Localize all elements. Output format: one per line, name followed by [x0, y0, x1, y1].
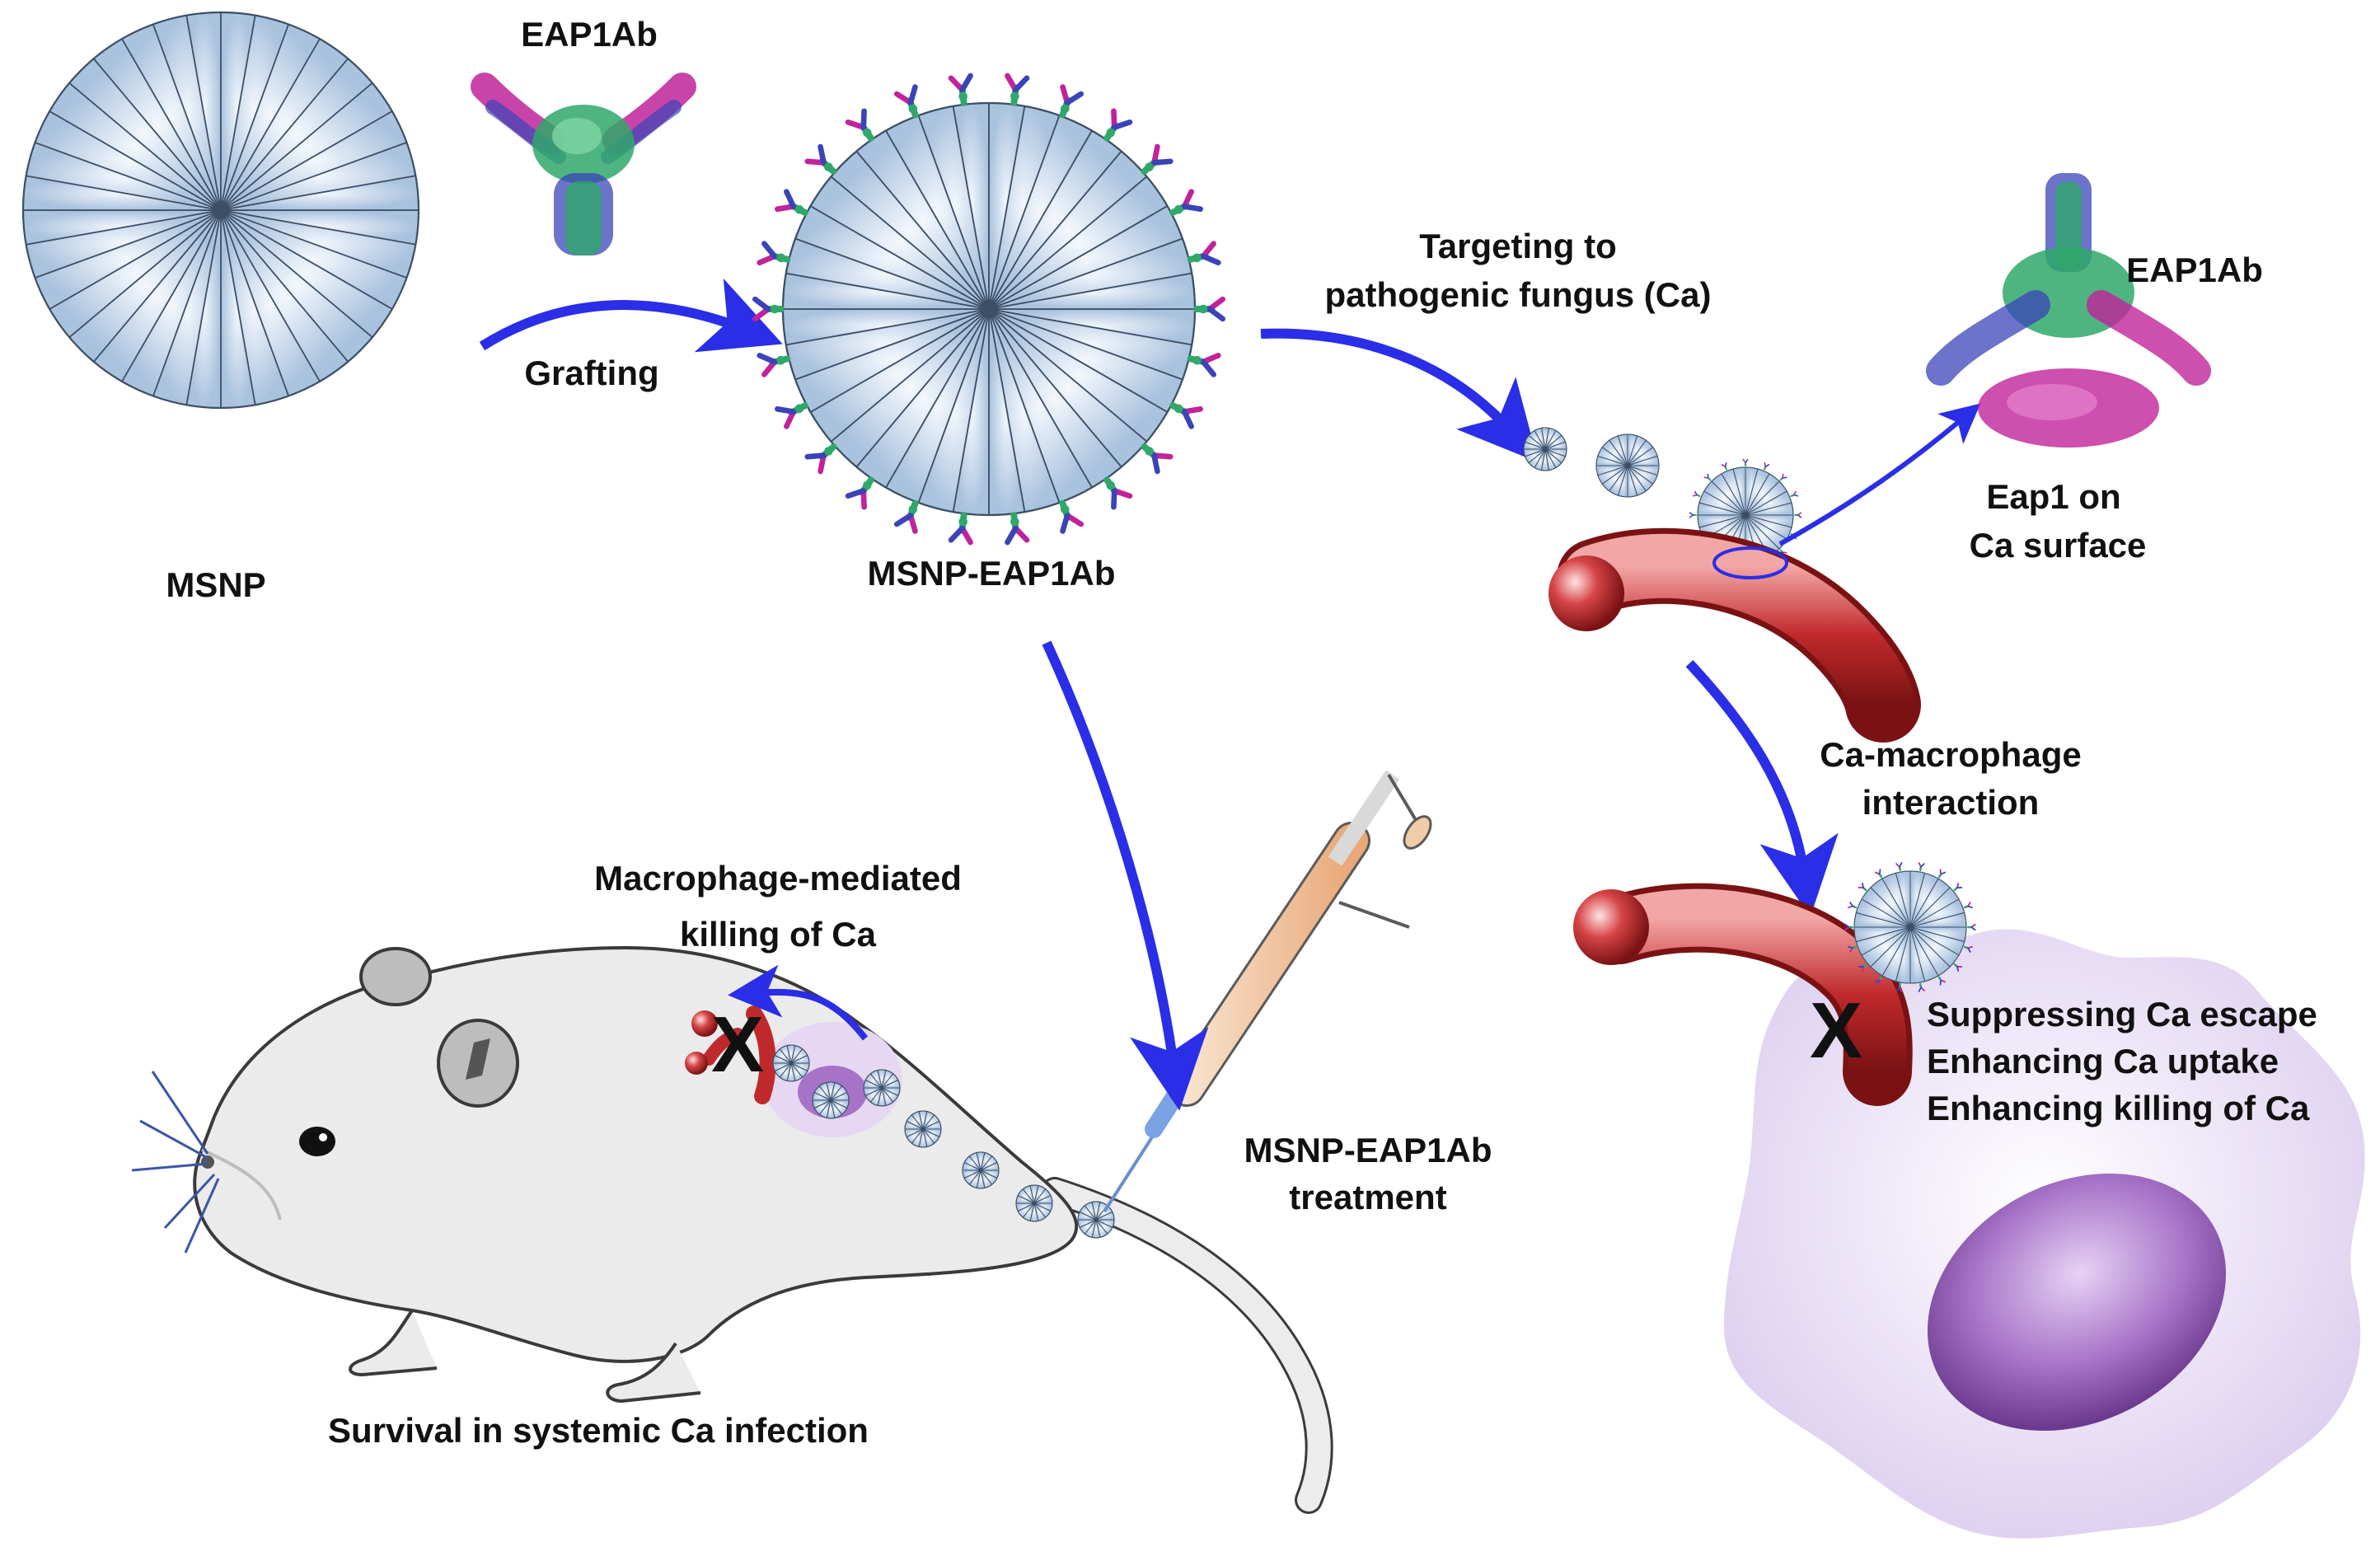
eap1-label-line1: Eap1 on	[1986, 477, 2120, 516]
interaction-label-line2: interaction	[1862, 783, 2040, 822]
interaction-label-line1: Ca-macrophage	[1820, 735, 2081, 774]
fungus-hypha-icon	[1548, 527, 1921, 743]
grafting-arrow	[479, 278, 783, 353]
eap1-label-line2: Ca surface	[1970, 526, 2147, 565]
antibody-eap1-complex-icon	[1926, 173, 2211, 448]
zoom-arrow	[1778, 403, 1981, 546]
targeting-arrow	[1260, 328, 1539, 462]
targeting-label-line1: Targeting to	[1419, 227, 1617, 265]
treatment-arrow	[1042, 640, 1209, 1111]
msnp-label: MSNP	[166, 565, 265, 604]
msnp-particle	[21, 11, 420, 410]
nanoparticle-icon	[1077, 1201, 1115, 1239]
nanoparticle-icon	[1844, 861, 1976, 993]
effect-2-label: Enhancing Ca uptake	[1927, 1042, 2279, 1080]
interaction-arrow	[1685, 659, 1839, 917]
nanoparticle-icon	[772, 1044, 810, 1082]
targeting-label-line2: pathogenic fungus (Ca)	[1325, 275, 1712, 314]
nanoparticle-icon	[904, 1110, 942, 1148]
contact-highlight-ellipse	[1712, 546, 1788, 579]
nanoparticle-icon	[962, 1151, 1000, 1189]
nanoparticle-icon	[1523, 427, 1567, 471]
nanoparticle-icon	[1015, 1184, 1053, 1222]
nanoparticle-icon	[812, 1081, 850, 1119]
effect-3-label: Enhancing killing of Ca	[1927, 1089, 2310, 1127]
killing-label-line2: killing of Ca	[680, 915, 877, 954]
eap1ab-top-label: EAP1Ab	[521, 15, 658, 54]
grafting-label: Grafting	[524, 354, 658, 392]
antibody-icon	[471, 73, 696, 255]
nanoparticle-icon	[1595, 434, 1660, 498]
fungus-hypha-icon	[1573, 883, 1913, 1106]
killing-label-line1: Macrophage-mediated	[594, 859, 962, 898]
treatment-label-line1: MSNP-EAP1Ab	[1244, 1131, 1492, 1169]
survival-label: Survival in systemic Ca infection	[328, 1411, 869, 1450]
eap1ab-right-label: EAP1Ab	[2126, 251, 2263, 289]
blocked-x-mark: X	[1810, 987, 1862, 1075]
effect-1-label: Suppressing Ca escape	[1927, 995, 2317, 1033]
mouse-blocked-x-mark: X	[711, 1001, 764, 1089]
msnp-eap1ab-label: MSNP-EAP1Ab	[867, 554, 1115, 593]
mouse-icon	[131, 945, 1333, 1514]
treatment-label-line2: treatment	[1289, 1178, 1446, 1216]
msnp-eap1ab-particle	[755, 76, 1222, 542]
nanoparticle-icon	[863, 1069, 901, 1107]
